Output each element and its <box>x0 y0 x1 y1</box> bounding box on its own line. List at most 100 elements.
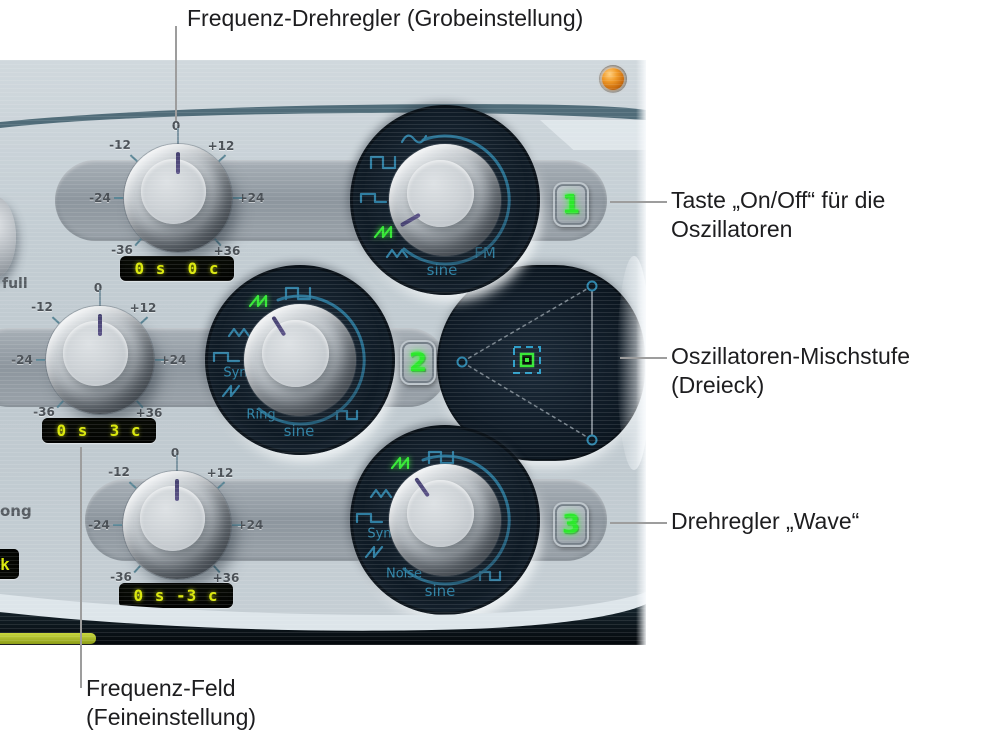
osc2-square2-wave-icon[interactable] <box>335 407 365 423</box>
partial-label-ong: ong <box>0 502 32 520</box>
osc1-frequency-knob-cap <box>141 159 207 224</box>
osc1-sine-label: sine <box>426 261 458 279</box>
osc2-wave-selector[interactable]: Sync Ring sine <box>205 265 395 455</box>
osc1-sine-wave-icon[interactable] <box>400 131 430 147</box>
annotation-wave: Drehregler „Wave“ <box>671 508 860 534</box>
osc1-wave-selector[interactable]: sine FM <box>350 105 540 295</box>
osc1-scale-0: 0 <box>171 119 181 133</box>
mix-balance-handle[interactable] <box>513 346 541 374</box>
osc1-scale-m12: -12 <box>109 138 131 152</box>
osc2-scale-m24: -24 <box>11 353 33 367</box>
annotation-on-off-line2: Oszillatoren <box>671 216 793 242</box>
osc2-frequency-section: 0 -12 +12 -24 +24 -36 +36 0 s 3 c <box>0 260 200 452</box>
osc2-scale-p12: +12 <box>129 301 157 315</box>
partial-lcd-k: k <box>0 549 19 579</box>
osc3-frequency-knob-cap <box>140 486 206 551</box>
osc3-pulse-wave-icon[interactable] <box>355 510 385 526</box>
osc1-frequency-field[interactable]: 0 s 0 c <box>120 256 234 281</box>
osc3-noise-label: Noise <box>385 566 423 582</box>
osc3-scale-p24: +24 <box>236 518 264 532</box>
osc2-pulse-wave-icon[interactable] <box>212 349 242 365</box>
annotation-mix-line2: (Dreieck) <box>671 372 765 398</box>
osc2-sine-label: sine <box>283 422 315 440</box>
osc2-wave-knob[interactable] <box>244 304 356 416</box>
osc1-scale-m36: -36 <box>111 243 133 257</box>
annotation-freq-field-line1: Frequenz-Feld <box>86 675 236 701</box>
osc1-on-off-button[interactable]: 1 <box>553 182 589 227</box>
osc1-scale-p36: +36 <box>213 244 241 258</box>
osc3-sine-label: sine <box>424 582 456 600</box>
osc2-frequency-knob-pointer <box>98 314 102 336</box>
callout-line-on-off <box>610 201 667 203</box>
osc2-scale-0: 0 <box>93 281 103 295</box>
osc2-ring-label: Ring <box>246 407 276 423</box>
annotation-mix: Oszillatoren-Mischstufe (Dreieck) <box>671 342 910 400</box>
panel-right-edge <box>636 60 646 645</box>
annotation-freq-field: Frequenz-Feld (Feineinstellung) <box>86 674 256 732</box>
annotation-freq-knob: Frequenz-Drehregler (Grobeinstellung) <box>187 5 584 31</box>
osc2-scale-m12: -12 <box>31 300 53 314</box>
osc3-frequency-field[interactable]: 0 s -3 c <box>119 583 233 608</box>
osc3-scale-0: 0 <box>170 446 180 460</box>
osc2-on-off-button[interactable]: 2 <box>400 340 436 385</box>
osc3-on-off-button[interactable]: 3 <box>553 502 589 547</box>
osc2-frequency-field[interactable]: 0 s 3 c <box>42 418 156 443</box>
osc2-triangle-wave-icon[interactable] <box>227 324 257 340</box>
osc3-scale-m24: -24 <box>88 518 110 532</box>
osc1-zero-tick <box>177 128 179 144</box>
annotation-mix-line1: Oszillatoren-Mischstufe <box>671 343 911 369</box>
osc1-square-wave-icon[interactable] <box>369 154 399 170</box>
osc3-scale-p12: +12 <box>206 466 234 480</box>
power-led-socket <box>599 65 627 93</box>
osc1-scale-m24: -24 <box>89 191 111 205</box>
osc3-square2-wave-icon[interactable] <box>478 568 508 584</box>
osc2-zero-tick <box>99 290 101 306</box>
osc1-scale-p12: +12 <box>207 139 235 153</box>
power-led <box>602 68 624 90</box>
partial-knob-left-edge <box>0 196 16 278</box>
osc1-wave-knob[interactable] <box>389 144 501 256</box>
callout-line-freq-knob <box>175 26 177 121</box>
osc1-fm-label: FM <box>474 244 496 262</box>
osc3-triangle-wave-icon[interactable] <box>369 485 399 501</box>
partial-green-display-sliver <box>0 633 96 644</box>
osc1-scale-p24: +24 <box>237 191 265 205</box>
osc1-frequency-knob-pointer <box>176 152 180 174</box>
osc1-frequency-section: 0 -12 +12 -24 +24 -36 +36 0 s 0 c <box>78 98 278 290</box>
osc3-zero-tick <box>176 455 178 471</box>
osc3-frequency-knob-pointer <box>175 479 179 501</box>
osc3-scale-m12: -12 <box>108 465 130 479</box>
osc1-wave-knob-pointer <box>399 212 421 228</box>
osc1-pulse-wave-icon[interactable] <box>359 190 389 206</box>
annotation-on-off: Taste „On/Off“ für die Oszillatoren <box>671 186 885 244</box>
osc2-frequency-knob[interactable] <box>46 306 154 414</box>
osc3-wave-knob[interactable] <box>389 464 501 576</box>
osc3-frequency-section: 0 -12 +12 -24 +24 -36 +36 0 s -3 c <box>77 425 277 617</box>
osc3-frequency-knob[interactable] <box>123 471 231 579</box>
osc3-square-wave-icon[interactable] <box>427 449 457 465</box>
es2-oscillator-panel: sine FM Sync Ring sine <box>0 60 646 645</box>
osc3-saw2-wave-icon[interactable] <box>364 544 394 560</box>
osc3-scale-p36: +36 <box>212 571 240 585</box>
osc2-scale-m36: -36 <box>33 405 55 419</box>
callout-line-wave <box>610 522 667 524</box>
osc1-sawtooth-wave-icon-selected[interactable] <box>373 224 403 240</box>
osc2-frequency-knob-cap <box>63 321 129 386</box>
osc1-triangle-wave-icon[interactable] <box>385 245 415 261</box>
annotation-freq-field-line2: (Feineinstellung) <box>86 704 257 730</box>
osc1-frequency-knob[interactable] <box>124 144 232 252</box>
callout-line-mix <box>620 357 667 359</box>
mix-triangle-graphic <box>456 280 598 446</box>
partial-label-full: full <box>2 276 28 292</box>
osc2-square-wave-icon[interactable] <box>284 285 314 301</box>
osc3-scale-m36: -36 <box>110 570 132 584</box>
osc2-scale-p24: +24 <box>159 353 187 367</box>
annotation-on-off-line1: Taste „On/Off“ für die <box>671 187 886 213</box>
callout-line-freq-field <box>80 447 82 688</box>
osc3-wave-knob-cap <box>406 479 475 547</box>
osc2-sawtooth-wave-icon-selected[interactable] <box>248 293 278 309</box>
osc2-saw2-wave-icon[interactable] <box>221 383 251 399</box>
osc3-sawtooth-wave-icon-selected[interactable] <box>390 455 420 471</box>
osc3-wave-selector[interactable]: Sync Noise sine <box>350 425 540 615</box>
